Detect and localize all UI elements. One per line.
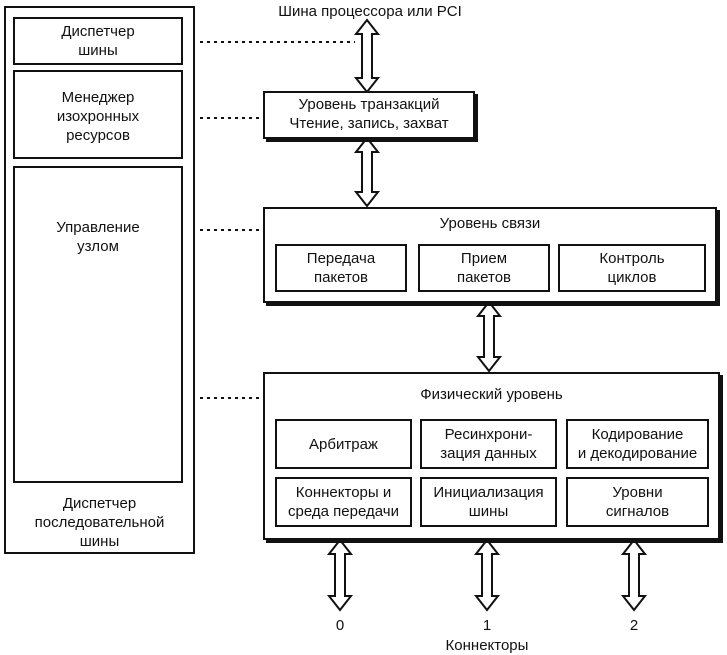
arrow-connector-0: [326, 538, 354, 612]
arrow-link-to-physical: [475, 300, 503, 373]
signal-levels-box: [566, 477, 709, 527]
resync-label: Ресинхрони- зация данных: [440, 426, 537, 462]
arrow-connector-1: [473, 538, 501, 612]
packet-transmit-label: Передача пакетов: [306, 250, 376, 286]
connectors-media-box: [275, 477, 412, 527]
connector-2-label: 2: [629, 617, 639, 634]
connectors-media-label: Коннекторы и среда передачи: [288, 484, 399, 520]
arrow-transaction-to-link: [353, 136, 381, 208]
cycle-control-box: [558, 244, 706, 292]
connectors-caption: Коннекторы: [445, 637, 529, 654]
node-control-label: Управление узлом: [56, 219, 140, 255]
physical-layer-title: Физический уровень: [420, 386, 563, 403]
packet-receive-label: Прием пакетов: [456, 250, 512, 286]
serial-bus-manager-label: Диспетчер последовательной шины: [34, 495, 165, 550]
transaction-layer-box: [263, 91, 475, 139]
bus-init-box: [420, 477, 557, 527]
encoding-label: Кодирование и декодирование: [577, 426, 698, 462]
connector-0-label: 0: [335, 617, 345, 634]
arbitration-label: Арбитраж: [309, 436, 378, 453]
arrow-pci-to-transaction: [353, 18, 381, 94]
resync-box: [420, 419, 557, 469]
encoding-box: [566, 419, 709, 469]
packet-transmit-box: [275, 244, 407, 292]
node-control-box: [13, 166, 183, 483]
bus-init-label: Инициализация шины: [433, 484, 544, 520]
isochronous-manager-box: [13, 70, 183, 159]
link-layer-title: Уровень связи: [439, 215, 541, 232]
transaction-layer-label: Уровень транзакций Чтение, запись, захва…: [289, 96, 449, 132]
packet-receive-box: [418, 244, 550, 292]
arbitration-box: [275, 419, 412, 469]
processor-bus-label: Шина процессора или PCI: [278, 3, 462, 20]
isochronous-manager-label: Менеджер изохронных ресурсов: [56, 89, 140, 144]
bus-manager-box: [13, 17, 183, 65]
arrow-connector-2: [620, 538, 648, 612]
signal-levels-label: Уровни сигналов: [605, 484, 670, 520]
connector-1-label: 1: [482, 617, 492, 634]
bus-manager-label: Диспетчер шины: [61, 23, 135, 59]
cycle-control-label: Контроль циклов: [599, 250, 665, 286]
